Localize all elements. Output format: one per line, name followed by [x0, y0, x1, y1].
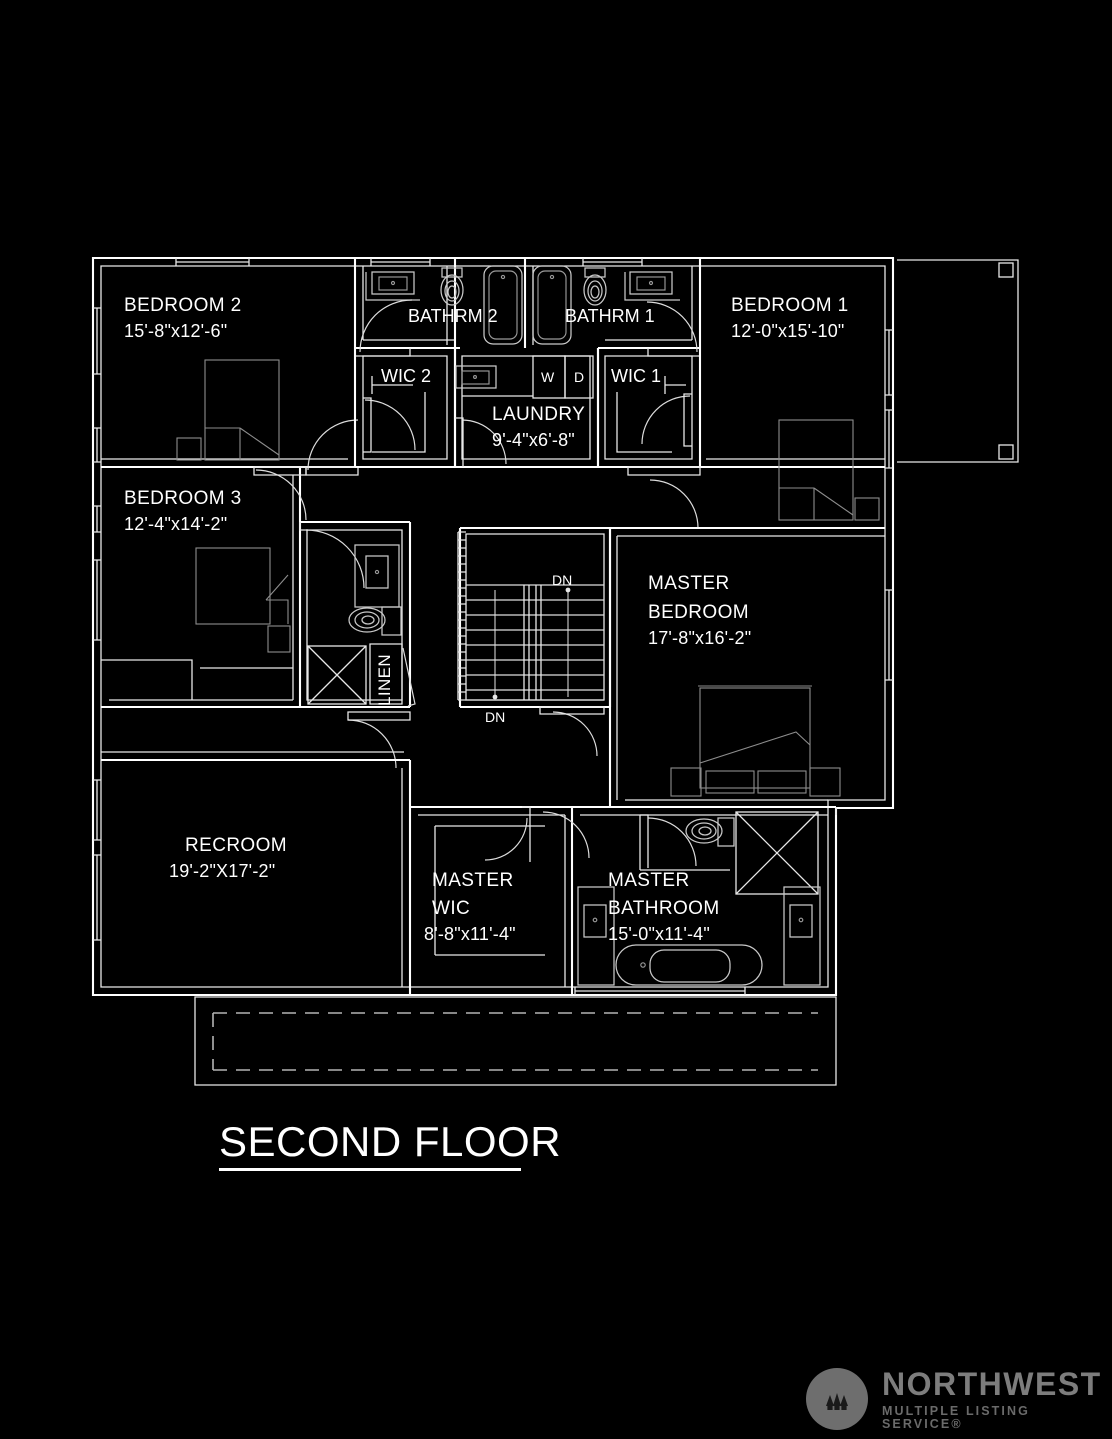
vanity-master-left — [577, 886, 615, 986]
exterior-windows — [93, 258, 893, 995]
room-recroom — [101, 751, 412, 995]
dim-bedroom-1: 12'-0"x15'-10" — [731, 321, 845, 341]
closet-linen — [369, 643, 416, 707]
nwmls-watermark: NORTHWEST MULTIPLE LISTING SERVICE® — [806, 1368, 1112, 1430]
fixture-toilet-bathrm-2 — [440, 267, 464, 306]
furniture-bed-bedroom-1 — [778, 419, 880, 521]
dim-laundry: 9'-4"x6'-8" — [492, 430, 575, 450]
room-bathrm-2 — [354, 258, 523, 357]
brand-text-block: NORTHWEST MULTIPLE LISTING SERVICE® — [882, 1368, 1112, 1430]
fixture-toilet-hall-bath — [348, 606, 402, 636]
room-bedroom-3 — [101, 466, 307, 709]
toilet-room-master — [639, 814, 735, 871]
room-master-wic — [410, 805, 590, 995]
room-bedroom-2 — [101, 258, 364, 476]
dim-master-bath: 15'-0"x11'-4" — [608, 924, 710, 944]
furniture-bed-bedroom-2 — [176, 359, 280, 461]
lower-patio-outline — [194, 996, 837, 1086]
title-underline — [219, 1168, 521, 1171]
room-wic-2 — [353, 348, 457, 469]
dim-bedroom-2: 15'-8"x12'-6" — [124, 321, 227, 341]
furniture-bed-master — [670, 685, 841, 797]
label-dryer: D — [574, 369, 584, 385]
fixture-shower-master — [735, 811, 819, 895]
fixture-shower-hall-bath — [307, 645, 367, 705]
furniture-bed-bedroom-3 — [195, 547, 291, 653]
room-text-labels: BEDROOM 2 15'-8"x12'-6" BATHRM 2 BATHRM … — [124, 295, 849, 944]
label-recroom: RECROOM — [185, 835, 287, 856]
room-bathrm-1 — [523, 258, 702, 357]
label-wic-2: WIC 2 — [381, 366, 431, 386]
brand-name: NORTHWEST — [882, 1366, 1102, 1402]
room-master-bathroom — [572, 805, 836, 986]
balcony-deck — [897, 259, 1019, 463]
room-master-bedroom — [608, 526, 885, 815]
room-hall-bath — [299, 520, 416, 709]
label-bedroom-3: BEDROOM 3 — [124, 488, 242, 509]
fixture-bathtub-master — [615, 944, 763, 986]
three-trees-icon — [806, 1368, 868, 1430]
fixture-tub-bathrm-1 — [532, 265, 572, 345]
label-bedroom-1: BEDROOM 1 — [731, 295, 849, 316]
label-stair-dn-upper: DN — [552, 572, 572, 588]
dim-bedroom-3: 12'-4"x14'-2" — [124, 514, 227, 534]
fixture-toilet-bathrm-1 — [583, 267, 607, 306]
label-bathrm-2: BATHRM 2 — [408, 306, 498, 326]
label-master-wic-1: MASTER — [432, 870, 514, 891]
label-master-bath-2: BATHROOM — [608, 898, 720, 919]
dim-master-wic: 8'-8"x11'-4" — [424, 924, 516, 944]
stairs — [457, 526, 612, 757]
label-master-bedroom-1: MASTER — [648, 573, 730, 594]
label-master-bath-1: MASTER — [608, 870, 690, 891]
label-linen: LINEN — [375, 654, 394, 706]
fixture-tub-bathrm-2 — [483, 265, 523, 345]
label-bedroom-2: BEDROOM 2 — [124, 295, 242, 316]
label-stair-dn-lower: DN — [485, 709, 505, 725]
brand-subtitle: MULTIPLE LISTING SERVICE® — [882, 1404, 1030, 1431]
label-bathrm-1: BATHRM 1 — [565, 306, 655, 326]
label-laundry: LAUNDRY — [492, 404, 585, 425]
vanity-master-right — [783, 886, 821, 986]
label-wic-1: WIC 1 — [611, 366, 661, 386]
label-master-bedroom-2: BEDROOM — [648, 602, 749, 623]
room-bedroom-1 — [627, 419, 885, 529]
dim-recroom: 19'-2"X17'-2" — [169, 861, 275, 881]
floor-title-block: SECOND FLOOR — [219, 1121, 561, 1171]
label-washer: W — [541, 369, 555, 385]
room-laundry — [453, 348, 600, 469]
page-title: SECOND FLOOR — [219, 1118, 562, 1165]
dim-master-bedroom: 17'-8"x16'-2" — [648, 628, 751, 648]
label-master-wic-2: WIC — [432, 898, 470, 919]
